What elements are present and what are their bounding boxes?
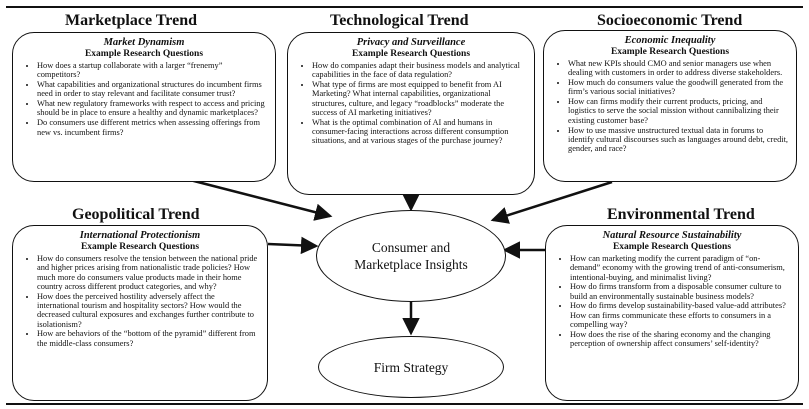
list-item: How does a startup collaborate with a la… [37, 61, 267, 80]
box-title: Economic Inequality [624, 35, 716, 46]
box-title: Market Dynamism [103, 37, 185, 48]
list-item: How much do consumers value the goodwill… [568, 78, 788, 97]
list-item: How does the rise of the sharing economy… [570, 330, 790, 349]
market-dynamism-box: Market Dynamism Example Research Questio… [12, 32, 276, 182]
arrow-geo-to-insights [267, 236, 319, 255]
list-item: What new KPIs should CMO and senior mana… [568, 59, 788, 78]
insights-label: Consumer and Marketplace Insights [354, 240, 468, 272]
list-item: What is the optimal combination of AI an… [312, 118, 526, 146]
firm-strategy-label: Firm Strategy [373, 359, 449, 375]
list-item: How can firms modify their current produ… [568, 97, 788, 125]
box-subtitle: Example Research Questions [351, 49, 471, 59]
geopolitical-trend-title: Geopolitical Trend [72, 206, 200, 223]
economic-inequality-box: Economic Inequality Example Research Que… [543, 30, 797, 182]
technological-trend-title: Technological Trend [330, 12, 469, 29]
list-item: How do firms transform from a disposable… [570, 282, 790, 301]
box-title: Natural Resource Sustainability [602, 230, 742, 241]
list-item: How to use massive unstructured textual … [568, 126, 788, 154]
box-subtitle: Example Research Questions [612, 242, 732, 252]
list-item: What new regulatory frameworks with resp… [37, 99, 267, 118]
list-item: How do consumers resolve the tension bet… [37, 254, 259, 291]
firm-strategy-node: Firm Strategy [318, 336, 504, 398]
list-item: How does the perceived hostility adverse… [37, 292, 259, 329]
list-item: What type of firms are most equipped to … [312, 80, 526, 117]
natural-resource-sustainability-box: Natural Resource Sustainability Example … [545, 225, 799, 401]
box-title: Privacy and Surveillance [356, 37, 466, 48]
box-subtitle: Example Research Questions [610, 47, 730, 57]
list-item: Do consumers use different metrics when … [37, 118, 267, 137]
list-item: How do companies adapt their business mo… [312, 61, 526, 80]
top-rule [6, 6, 803, 8]
list-item: How do firms develop sustainability-base… [570, 301, 790, 329]
environmental-trend-title: Environmental Trend [607, 206, 755, 223]
socioeconomic-trend-title: Socioeconomic Trend [597, 12, 743, 29]
marketplace-trend-title: Marketplace Trend [65, 12, 197, 29]
list-item: How are behaviors of the “bottom of the … [37, 329, 259, 348]
international-protectionism-box: International Protectionism Example Rese… [12, 225, 268, 401]
privacy-surveillance-box: Privacy and Surveillance Example Researc… [287, 32, 535, 195]
list-item: How can marketing modify the current par… [570, 254, 790, 282]
box-subtitle: Example Research Questions [84, 49, 204, 59]
arrow-market-to-insights [189, 178, 333, 221]
box-title: International Protectionism [79, 230, 201, 241]
consumer-marketplace-insights-node: Consumer and Marketplace Insights [316, 210, 506, 302]
arrow-socio-to-insights [490, 180, 613, 224]
list-item: What capabilities and organizational str… [37, 80, 267, 99]
bottom-rule [6, 403, 803, 405]
box-subtitle: Example Research Questions [80, 242, 200, 252]
